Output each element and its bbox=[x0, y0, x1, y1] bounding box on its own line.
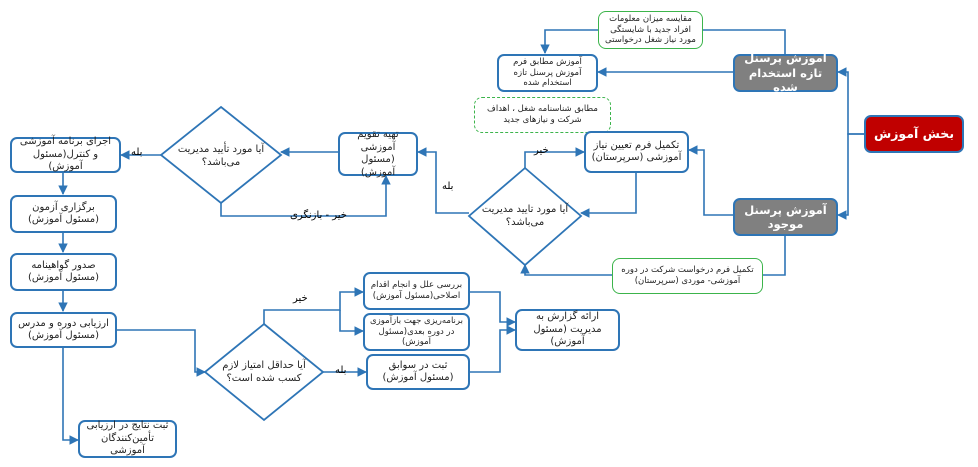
connector-needs-decision1 bbox=[580, 172, 637, 218]
training-new-staff-form-box: آموزش مطابق فرم آموزش پرسنل تازه استخدام… bbox=[497, 54, 598, 92]
connector-root-existing bbox=[837, 133, 864, 220]
decision-1-text: آیا مورد تایید مدیریت می‌باشد؟ bbox=[481, 204, 569, 228]
connector-root-new bbox=[837, 67, 864, 135]
issue-certificate-box: صدور گواهینامه (مسئول آموزش) bbox=[10, 253, 117, 291]
record-results-box: ثبت نتایج در ارزیابی تأمین‌کنندگان آموزش… bbox=[78, 420, 177, 458]
evaluate-course-box: ارزیابی دوره و مدرس (مسئول آموزش) bbox=[10, 312, 117, 348]
root-cause-box: بررسی علل و انجام اقدام اصلاحی(مسئول آمو… bbox=[363, 272, 470, 310]
connector-evaluate-decision3 bbox=[117, 329, 206, 377]
label-decision1-yes: بله bbox=[442, 181, 454, 192]
connector-decision3-root bbox=[263, 287, 364, 324]
training-department-box: بخش آموزش bbox=[864, 115, 964, 153]
decision-3-text: آیا حداقل امتیاز لازم کسب شده است؟ bbox=[222, 360, 306, 384]
course-request-form-note: تکمیل فرم درخواست شرکت در دوره آموزشی- م… bbox=[612, 258, 763, 294]
label-decision3-no: خیر bbox=[293, 293, 308, 304]
connector-decision1-no bbox=[524, 147, 585, 168]
record-results-text: ثبت نتایج در ارزیابی تأمین‌کنندگان آموزش… bbox=[86, 420, 169, 457]
connector-decision1-yes bbox=[417, 147, 469, 214]
label-decision1-no: خیر bbox=[534, 145, 549, 156]
hold-exam-box: برگزاری آزمون (مسئول آموزش) bbox=[10, 195, 117, 233]
connector-decision3-replan bbox=[339, 310, 364, 336]
job-id-note-text: مطابق شناسنامه شغل ، اهداف شرکت و نیازها… bbox=[487, 104, 598, 125]
decision-diamond-2 bbox=[159, 105, 283, 205]
decision-diamond-1 bbox=[467, 166, 583, 267]
needs-assessment-form-text: تکمیل فرم تعیین نیاز آموزشی (سرپرستان) bbox=[591, 139, 682, 164]
existing-staff-training-box: آموزش پرسنل موجود bbox=[733, 198, 838, 236]
new-staff-training-box: آموزش پرسنل تازه استخدام شده bbox=[733, 51, 838, 95]
root-cause-text: بررسی علل و انجام اقدام اصلاحی(مسئول آمو… bbox=[370, 280, 463, 301]
execute-program-box: اجرای برنامه آموزشی و کنترل(مسئول آموزش) bbox=[10, 136, 121, 173]
label-decision3-yes: بله bbox=[335, 365, 347, 376]
compare-knowledge-text: مقایسه میزان معلومات افراد جدید با شایست… bbox=[605, 14, 696, 46]
issue-certificate-text: صدور گواهینامه (مسئول آموزش) bbox=[27, 259, 100, 284]
replan-box: برنامه‌ریزی جهت بازآموزی در دوره بعدی(مس… bbox=[363, 313, 470, 351]
course-request-form-text: تکمیل فرم درخواست شرکت در دوره آموزشی- م… bbox=[621, 265, 754, 286]
decision-diamond-3 bbox=[203, 322, 325, 422]
replan-text: برنامه‌ریزی جهت بازآموزی در دوره بعدی(مس… bbox=[370, 316, 463, 348]
training-department-label: بخش آموزش bbox=[873, 126, 955, 142]
report-management-text: ارائه گزارش به مدیریت (مسئول آموزش) bbox=[533, 311, 602, 348]
job-id-note: مطابق شناسنامه شغل ، اهداف شرکت و نیازها… bbox=[474, 97, 611, 133]
connector-root-report bbox=[470, 291, 516, 327]
connector-evaluate-record bbox=[62, 348, 79, 445]
connector-existing-request bbox=[763, 235, 786, 276]
label-decision2-yes: بله bbox=[131, 147, 143, 158]
existing-staff-training-label: آموزش پرسنل موجود bbox=[744, 202, 827, 231]
needs-assessment-form-box: تکمیل فرم تعیین نیاز آموزشی (سرپرستان) bbox=[584, 131, 689, 173]
record-history-text: ثبت در سوابق (مسئول آموزش) bbox=[382, 359, 454, 384]
decision-2-text: آیا مورد تأیید مدیریت می‌باشد؟ bbox=[177, 144, 265, 168]
new-staff-training-label: آموزش پرسنل تازه استخدام شده bbox=[744, 51, 827, 95]
evaluate-course-text: ارزیابی دوره و مدرس (مسئول آموزش) bbox=[18, 317, 109, 342]
record-history-box: ثبت در سوابق (مسئول آموزش) bbox=[366, 354, 470, 390]
connector-existing-needs bbox=[688, 145, 733, 216]
connector-compare-training bbox=[540, 29, 598, 54]
label-decision2-no: خیر - بازنگری bbox=[290, 210, 347, 221]
training-new-staff-form-text: آموزش مطابق فرم آموزش پرسنل تازه استخدام… bbox=[513, 57, 582, 89]
execute-program-text: اجرای برنامه آموزشی و کنترل(مسئول آموزش) bbox=[19, 136, 112, 173]
hold-exam-text: برگزاری آزمون (مسئول آموزش) bbox=[27, 201, 100, 226]
prepare-calendar-text: تهیه تقویم آموزشی (مسئول آموزش) bbox=[357, 129, 399, 178]
report-management-box: ارائه گزارش به مدیریت (مسئول آموزش) bbox=[515, 309, 620, 351]
connector-decision2-no bbox=[220, 175, 391, 217]
connector-new-compare bbox=[703, 29, 786, 56]
compare-knowledge-note: مقایسه میزان معلومات افراد جدید با شایست… bbox=[598, 11, 703, 49]
connector-history-report bbox=[470, 325, 516, 373]
connector-request-decision1 bbox=[520, 264, 612, 276]
prepare-calendar-box: تهیه تقویم آموزشی (مسئول آموزش) bbox=[338, 129, 418, 178]
